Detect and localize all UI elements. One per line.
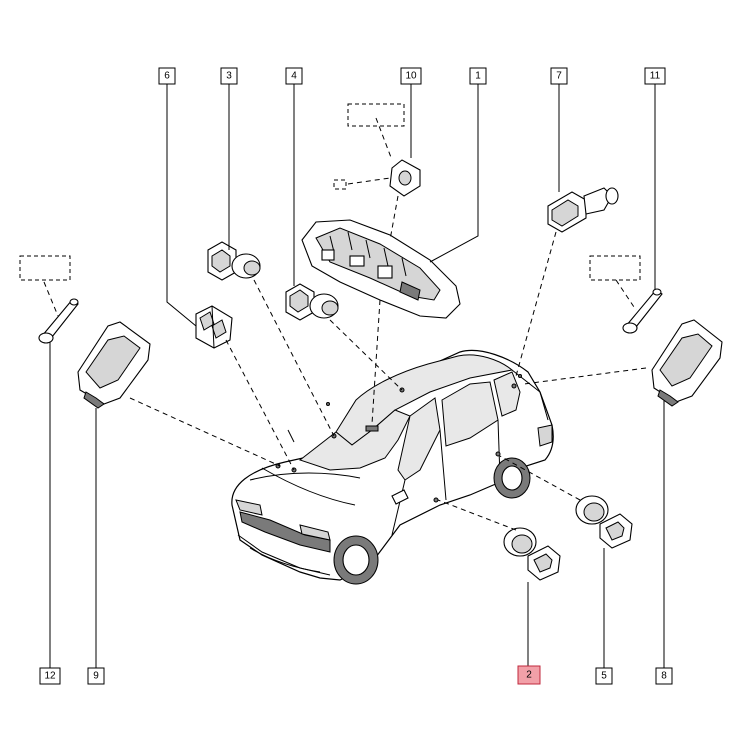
callout-label: 8	[661, 671, 667, 682]
callout-1: 1	[469, 67, 487, 85]
callout-label: 3	[226, 71, 232, 82]
part-2-socket	[503, 527, 561, 581]
car-illustration	[231, 349, 554, 585]
callout-label: 6	[164, 71, 170, 82]
part-10-small-dashed-box	[333, 179, 347, 190]
callout-label: 10	[405, 71, 417, 82]
part-12-dashed-box	[19, 255, 71, 281]
part-11-bulb	[589, 255, 663, 334]
callout-9: 9	[87, 667, 105, 685]
callout-label: 4	[291, 71, 297, 82]
callout-label: 11	[650, 71, 661, 82]
part-1-roof-lamp	[301, 219, 461, 319]
callout-4: 4	[285, 67, 303, 85]
part-11-dashed-box	[589, 255, 641, 281]
callout-11: 11	[644, 67, 666, 85]
callout-label: 1	[475, 71, 481, 82]
callout-label: 5	[601, 671, 607, 682]
callout-8: 8	[655, 667, 673, 685]
callout-3: 3	[220, 67, 238, 85]
callout-2-highlighted[interactable]: 2	[517, 665, 541, 685]
part-8-lamp	[651, 319, 723, 407]
part-9-lamp	[77, 321, 151, 409]
callout-label: 2	[526, 670, 532, 681]
part-5-socket	[575, 495, 633, 549]
callout-7: 7	[550, 67, 568, 85]
part-10-bulb	[333, 103, 421, 197]
dashed-connectors	[43, 117, 647, 531]
callout-label: 9	[93, 671, 99, 682]
part-4-socket	[285, 283, 339, 321]
part-10-dashed-box	[347, 103, 405, 127]
part-7-plug	[547, 187, 619, 233]
callout-5: 5	[595, 667, 613, 685]
part-6-connector	[195, 305, 233, 349]
leader-lines	[49, 84, 665, 668]
callout-6: 6	[158, 67, 176, 85]
callout-label: 12	[44, 671, 56, 682]
part-12-bulb	[19, 255, 79, 344]
callout-label: 7	[556, 71, 562, 82]
callout-12: 12	[39, 667, 61, 685]
callout-10: 10	[400, 67, 422, 85]
part-3-socket	[207, 241, 261, 281]
